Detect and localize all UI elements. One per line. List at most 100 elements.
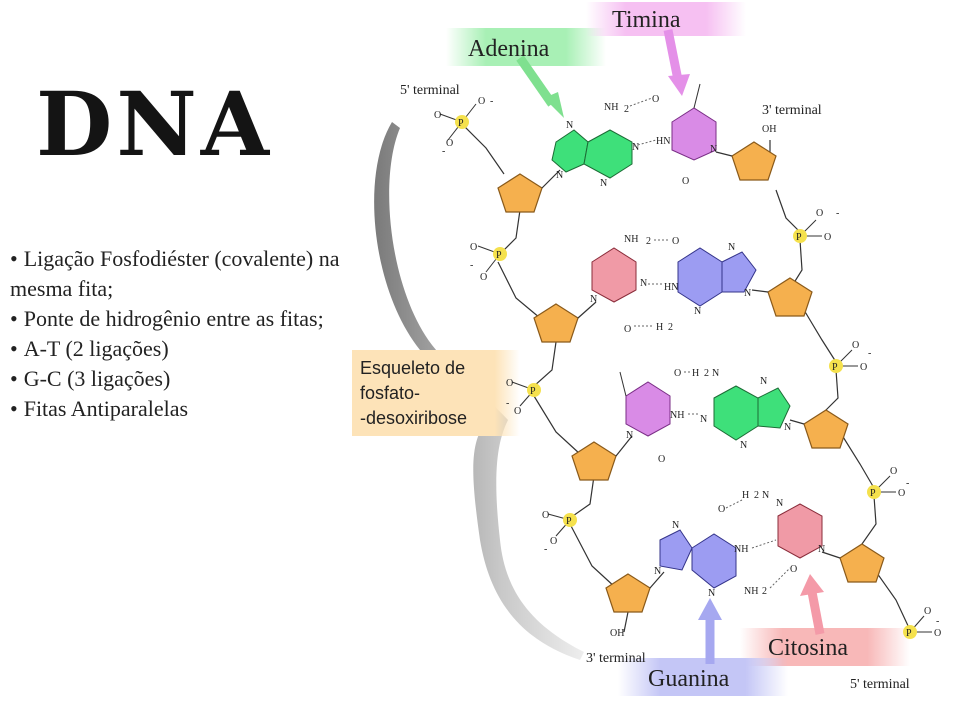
- phosphate-group: P O O -: [470, 242, 507, 283]
- citosina-label: Citosina: [768, 635, 848, 661]
- svg-text:N: N: [760, 376, 767, 387]
- svg-text:2: 2: [668, 322, 673, 333]
- phosphate-group: P O O -: [542, 510, 577, 555]
- backbone-label-line1: Esqueleto de: [360, 358, 465, 378]
- svg-text:O: O: [860, 362, 867, 373]
- svg-text:O: O: [506, 378, 513, 389]
- svg-text:N: N: [632, 142, 639, 153]
- phosphate-group: P O O -: [903, 606, 941, 639]
- svg-text:P: P: [906, 628, 912, 639]
- sugar-ring: [839, 543, 885, 583]
- cytosine-base: N N O NH 2: [590, 234, 651, 335]
- svg-text:O: O: [478, 96, 485, 107]
- svg-text:NH: NH: [734, 544, 748, 555]
- svg-text:O: O: [470, 242, 477, 253]
- svg-text:HN: HN: [656, 136, 670, 147]
- adenine-base: N N N N NH 2: [551, 102, 639, 189]
- hydrogen-bonds-ta: [684, 371, 700, 415]
- glycosidic-bonds: [541, 151, 841, 589]
- svg-text:2: 2: [762, 586, 767, 597]
- bullet-item: Ligação Fosfodiéster (covalente) na mesm…: [10, 244, 355, 304]
- svg-text:O: O: [624, 324, 631, 335]
- cytosine-base: N N O H 2 N: [742, 490, 825, 575]
- svg-text:P: P: [870, 488, 876, 499]
- svg-text:P: P: [458, 118, 464, 129]
- svg-text:N: N: [556, 170, 563, 181]
- svg-text:-: -: [544, 544, 547, 555]
- svg-text:2: 2: [754, 490, 759, 501]
- svg-text:P: P: [496, 250, 502, 261]
- svg-text:N: N: [710, 144, 717, 155]
- svg-text:NH: NH: [670, 410, 684, 421]
- svg-text:NH: NH: [604, 102, 618, 113]
- svg-text:N: N: [694, 306, 701, 317]
- svg-text:O: O: [550, 536, 557, 547]
- svg-text:N: N: [566, 120, 573, 131]
- svg-text:-: -: [936, 616, 939, 627]
- svg-text:O: O: [542, 510, 549, 521]
- bullet-item: A-T (2 ligações): [10, 334, 355, 364]
- svg-text:N: N: [654, 566, 661, 577]
- terminal-top-left: 5' terminal: [400, 83, 460, 98]
- svg-text:2: 2: [646, 236, 651, 247]
- bullet-item: Ponte de hidrogênio entre as fitas;: [10, 304, 355, 334]
- svg-text:O: O: [658, 454, 665, 465]
- sugar-ring: [803, 409, 849, 449]
- svg-text:P: P: [566, 516, 572, 527]
- svg-text:-: -: [490, 96, 493, 107]
- guanina-arrow: [698, 598, 722, 664]
- svg-text:N: N: [700, 414, 707, 425]
- guanine-base: O HN N N N H 2: [656, 236, 757, 333]
- backbone-label-bg: [352, 350, 520, 436]
- timina-arrow: [663, 29, 690, 96]
- svg-text:N: N: [626, 430, 633, 441]
- oh-label: OH: [762, 124, 776, 135]
- svg-text:H: H: [692, 368, 699, 379]
- guanina-label: Guanina: [648, 666, 730, 692]
- svg-text:O: O: [446, 138, 453, 149]
- svg-text:O: O: [790, 564, 797, 575]
- svg-text:O: O: [434, 110, 441, 121]
- svg-text:O: O: [672, 236, 679, 247]
- terminal-bottom-left: 3' terminal: [586, 651, 646, 666]
- adenina-label: Adenina: [468, 36, 550, 62]
- page-title: DNA: [36, 72, 274, 176]
- hydrogen-bonds-cg: [634, 239, 670, 327]
- phosphate-group: P O O -: [867, 466, 909, 499]
- backbone-label-line3: -desoxiribose: [360, 408, 467, 428]
- svg-text:N: N: [708, 588, 715, 599]
- svg-text:O: O: [674, 368, 681, 379]
- svg-text:N: N: [600, 178, 607, 189]
- backbone-label-line2: fosfato-: [360, 383, 420, 403]
- sugar-ring: [605, 573, 651, 613]
- svg-text:H: H: [656, 322, 663, 333]
- svg-text:O: O: [934, 628, 941, 639]
- sugar-ring: [731, 141, 777, 181]
- svg-text:N: N: [776, 498, 783, 509]
- svg-text:HN: HN: [664, 282, 678, 293]
- phosphate-group: P O O -: [829, 340, 871, 373]
- svg-text:O: O: [924, 606, 931, 617]
- svg-text:N: N: [590, 294, 597, 305]
- svg-text:-: -: [836, 208, 839, 219]
- svg-text:N: N: [672, 520, 679, 531]
- hydrogen-bonds-gc: [725, 499, 791, 589]
- timina-label-bg: [586, 2, 746, 36]
- svg-text:O: O: [824, 232, 831, 243]
- svg-text:O: O: [816, 208, 823, 219]
- svg-text:-: -: [868, 348, 871, 359]
- svg-text:O: O: [682, 176, 689, 187]
- svg-text:O: O: [652, 94, 659, 105]
- svg-text:-: -: [470, 260, 473, 271]
- svg-text:2: 2: [624, 104, 629, 115]
- svg-text:P: P: [832, 362, 838, 373]
- svg-text:-: -: [506, 398, 509, 409]
- svg-text:N: N: [784, 422, 791, 433]
- right-backbone-lines: [769, 140, 911, 631]
- svg-text:O: O: [898, 488, 905, 499]
- svg-text:P: P: [530, 386, 536, 397]
- thymine-base: HN N O O: [652, 83, 717, 187]
- sugar-ring: [767, 277, 813, 317]
- svg-text:-: -: [442, 146, 445, 157]
